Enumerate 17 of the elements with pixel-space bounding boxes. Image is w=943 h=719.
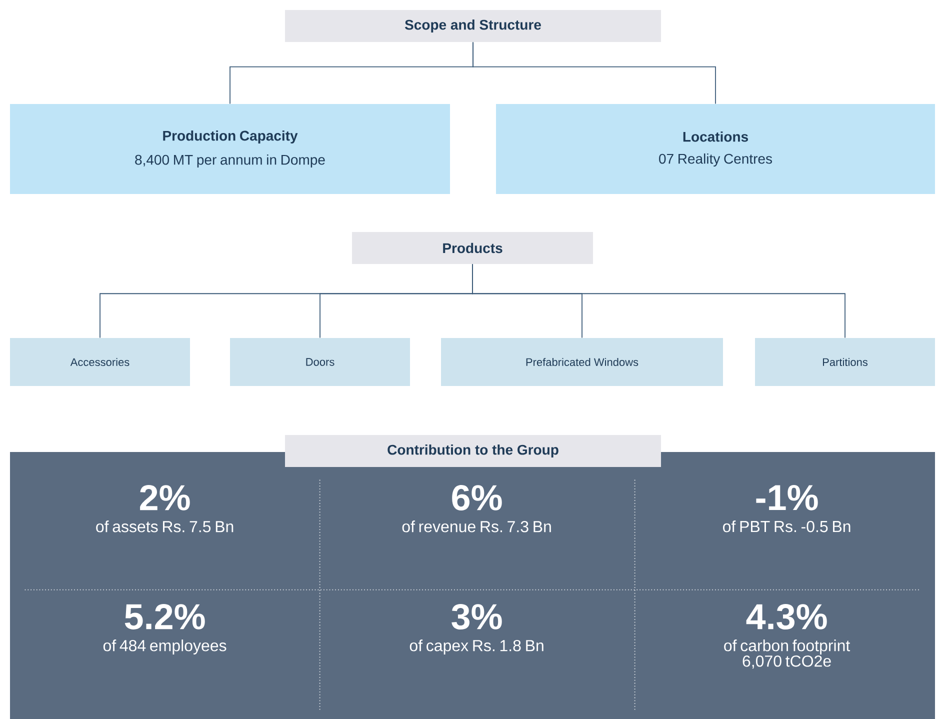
- stat-cell: -1% of PBT Rs. -0.5 Bn: [723, 485, 850, 532]
- connector-line: [472, 42, 716, 104]
- product-box: Prefabricated Windows: [441, 338, 723, 386]
- stat-cell: 2% of assets Rs. 7.5 Bn: [96, 485, 234, 532]
- product-box: Accessories: [10, 338, 190, 386]
- info-box: Production Capacity 8,400 MT per annum in Dompe: [10, 104, 450, 194]
- stat-cell: 6% of revenue Rs. 7.3 Bn: [402, 485, 551, 532]
- product-box: Partitions: [755, 338, 935, 386]
- stat-cell: 4.3% of carbon footprint 6,070 tCO2e: [724, 604, 850, 669]
- product-box: Doors: [230, 338, 410, 386]
- connector-line: [472, 264, 846, 338]
- heading-box: Contribution to the Group: [285, 435, 661, 467]
- heading-box: Products: [352, 232, 593, 264]
- stat-cell: 3% of capex Rs. 1.8 Bn: [410, 604, 544, 654]
- info-box: Locations 07 Reality Centres: [496, 104, 935, 194]
- heading-box: Scope and Structure: [285, 10, 661, 42]
- stat-cell: 5.2% of 484 employees: [103, 604, 226, 654]
